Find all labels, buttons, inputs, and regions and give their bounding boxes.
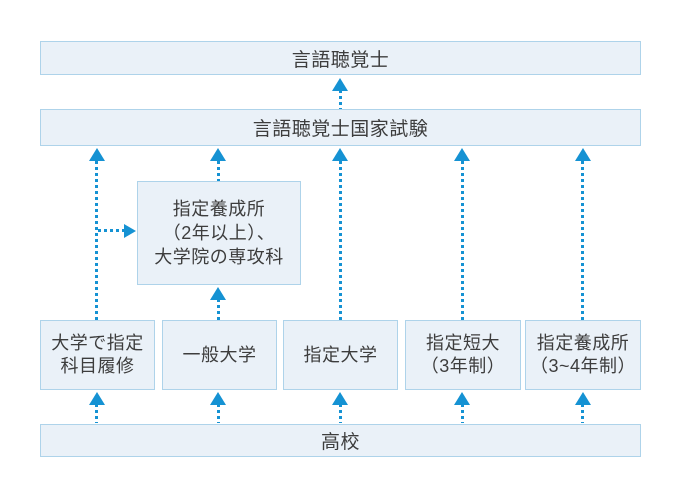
route2-line1: 一般大学: [182, 344, 257, 365]
arrow-route1-to-training-head: [124, 224, 136, 238]
arrow-highschool-to-route5-line: [581, 404, 584, 423]
highschool-label: 高校: [320, 432, 360, 453]
arrow-exam-to-goal-head: [332, 78, 348, 91]
arrow-highschool-to-route4-line: [460, 404, 464, 423]
arrow-highschool-to-route4-head: [454, 392, 470, 405]
arrow-training-to-exam-head: [210, 148, 226, 161]
arrow-training-to-exam-line: [216, 161, 220, 181]
arrow-route1-to-training-line: [98, 229, 124, 232]
arrow-highschool-to-route5-head: [574, 392, 591, 405]
route-box-designated-junior-college: 指定短大 （3年制）: [405, 320, 521, 390]
route-box-general-university: 一般大学: [162, 320, 277, 390]
goal-box: 言語聴覚士: [40, 41, 641, 75]
arrow-highschool-to-route3-line: [338, 404, 342, 423]
arrow-route1-to-exam-line: [95, 161, 98, 320]
route-box-designated-university: 指定大学: [283, 320, 398, 390]
arrow-highschool-to-route2-head: [210, 392, 226, 405]
training-school-box: 指定養成所 （2年以上）、 大学院の専攻科: [137, 181, 301, 285]
route1-line2: 科目履修: [60, 356, 135, 376]
arrow-highschool-to-route1-line: [95, 404, 98, 423]
arrow-route2-to-training-line: [216, 299, 220, 320]
arrow-exam-to-goal-line: [338, 90, 342, 109]
route3-line1: 指定大学: [303, 344, 378, 365]
training-school-line1: 指定養成所: [172, 199, 266, 219]
arrow-route1-to-exam-head: [88, 148, 105, 161]
highschool-box: 高校: [40, 424, 641, 457]
route4-line1: 指定短大: [426, 333, 500, 353]
route4-line2: （3年制）: [420, 356, 506, 376]
arrow-route4-to-exam-line: [460, 161, 464, 320]
arrow-highschool-to-route1-head: [88, 392, 105, 405]
route5-line1: 指定養成所: [536, 333, 630, 353]
route-box-university-designated-courses: 大学で指定 科目履修: [40, 320, 155, 390]
arrow-route2-to-training-head: [210, 287, 226, 300]
route1-line1: 大学で指定: [51, 333, 144, 353]
exam-box: 言語聴覚士国家試験: [40, 109, 641, 146]
goal-label: 言語聴覚士: [291, 49, 390, 71]
arrow-highschool-to-route3-head: [332, 392, 348, 405]
exam-label: 言語聴覚士国家試験: [252, 119, 429, 140]
arrow-route3-to-exam-line: [338, 161, 342, 320]
arrow-route3-to-exam-head: [332, 148, 348, 161]
arrow-route5-to-exam-head: [574, 148, 591, 161]
arrow-route4-to-exam-head: [454, 148, 470, 161]
route-box-designated-training-school: 指定養成所 （3~4年制）: [525, 320, 641, 390]
arrow-highschool-to-route2-line: [216, 404, 220, 423]
training-school-line3: 大学院の専攻科: [154, 247, 284, 267]
training-school-line2: （2年以上）、: [162, 223, 276, 243]
arrow-route5-to-exam-line: [581, 161, 584, 320]
route5-line2: （3~4年制）: [529, 356, 637, 376]
